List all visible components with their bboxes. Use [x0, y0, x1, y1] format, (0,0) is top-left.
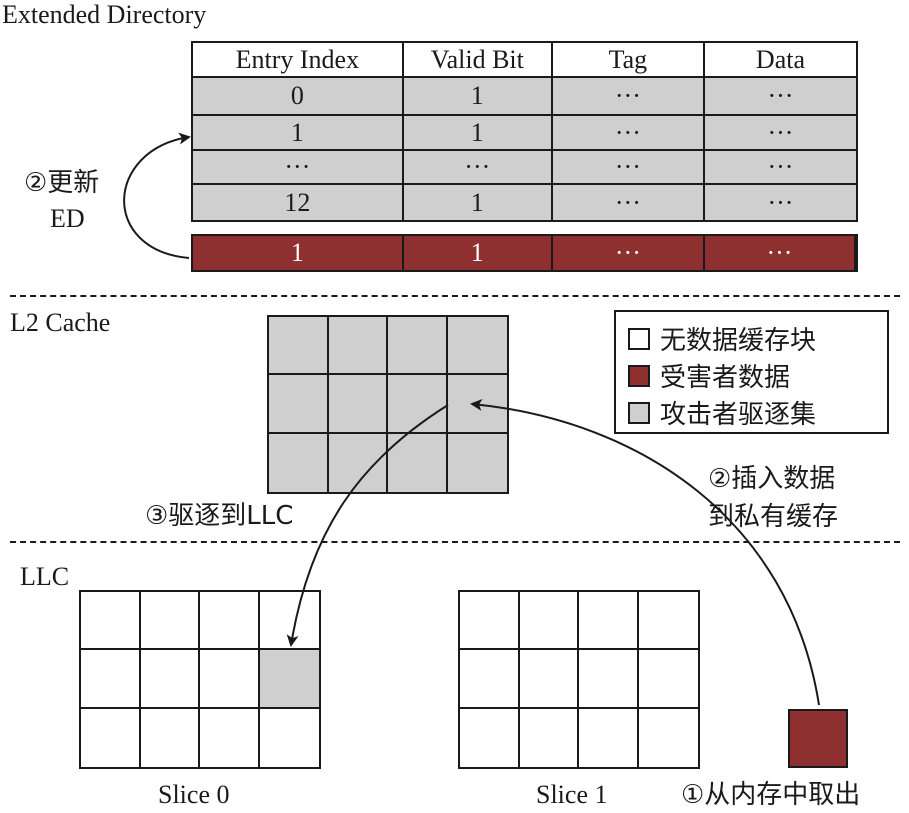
ed-row: 12 1 ··· ··· — [193, 185, 856, 220]
ed-cell: 1 — [193, 236, 404, 270]
cache-line — [141, 708, 200, 767]
fetch-from-memory-label: ①从内存中取出 — [681, 780, 861, 810]
ed-cell: ··· — [553, 236, 705, 270]
cache-line — [447, 317, 507, 376]
llc-slice-1-grid — [458, 590, 700, 769]
cache-line — [200, 708, 260, 767]
ed-cell: ··· — [193, 151, 404, 183]
separator-ed-l2 — [10, 295, 900, 297]
llc-slice-0-grid — [79, 590, 321, 769]
cache-line — [259, 592, 319, 651]
cache-line — [140, 592, 200, 651]
legend-swatch-victim — [628, 364, 650, 387]
ed-cell: 0 — [193, 78, 404, 114]
separator-l2-llc — [10, 541, 900, 543]
cache-line — [81, 650, 141, 709]
cache-line — [460, 592, 520, 651]
cache-line — [460, 708, 520, 767]
legend-item-empty: 无数据缓存块 — [628, 320, 816, 357]
legend-label: 无数据缓存块 — [660, 326, 817, 356]
legend-label: 攻击者驱逐集 — [660, 400, 817, 430]
cache-line — [579, 708, 639, 767]
ed-cell: ··· — [767, 152, 794, 181]
cache-line — [460, 650, 520, 709]
update-ed-label: ②更新 — [24, 168, 100, 198]
cache-line — [519, 650, 579, 709]
ed-header-row: Entry Index Valid Bit Tag Data — [191, 41, 858, 78]
cache-line — [638, 650, 698, 709]
cache-line — [328, 375, 388, 434]
evict-to-llc-arrow — [286, 404, 449, 647]
legend-item-victim: 受害者数据 — [628, 357, 790, 394]
cache-line — [269, 375, 329, 434]
ed-cell: ··· — [705, 236, 856, 270]
ed-cell: 1 — [404, 236, 553, 270]
ed-cell: 1 — [193, 116, 404, 149]
legend-swatch-empty — [628, 327, 650, 350]
ed-cell: ··· — [767, 117, 794, 147]
l2-cache-grid — [267, 315, 509, 494]
cache-line — [269, 433, 329, 492]
ed-cell: ··· — [553, 116, 705, 149]
victim-data-block — [788, 709, 848, 768]
cache-line — [638, 592, 698, 651]
ed-header-tag: Tag — [553, 43, 705, 76]
ed-cell: 1 — [404, 116, 553, 149]
ed-cell: ··· — [553, 78, 705, 114]
legend-swatch-attacker — [628, 401, 650, 424]
evict-to-llc-label: ③驱逐到LLC — [145, 501, 294, 531]
ed-row: ··· ··· ··· ··· — [193, 151, 856, 185]
cache-line — [447, 375, 507, 434]
evicted-cache-line — [259, 650, 319, 709]
cache-line — [200, 592, 260, 651]
cache-line — [519, 592, 579, 651]
cache-line — [200, 650, 260, 709]
insert-data-label-2: 到私有缓存 — [708, 502, 839, 532]
ed-cell: ··· — [767, 187, 794, 217]
ed-row: 1 1 ··· ··· — [193, 116, 856, 151]
legend-item-attacker: 攻击者驱逐集 — [628, 394, 816, 431]
cache-line — [388, 317, 448, 376]
l2-cache-label: L2 Cache — [10, 308, 111, 337]
ed-header-valid-bit: Valid Bit — [404, 43, 553, 76]
update-ed-arrow — [123, 132, 191, 259]
slice-0-label: Slice 0 — [158, 780, 230, 809]
insert-data-label: ②插入数据 — [708, 464, 836, 494]
ed-cell: 1 — [404, 78, 553, 114]
cache-line — [81, 708, 141, 767]
ed-row: 0 1 ··· ··· — [193, 78, 856, 116]
cache-line — [579, 650, 639, 709]
cache-line — [579, 592, 639, 651]
cache-line — [520, 708, 579, 767]
ed-entries: 0 1 ··· ··· 1 1 ··· ··· ··· ··· ··· ··· … — [191, 78, 858, 222]
ed-header-entry-index: Entry Index — [193, 43, 404, 76]
ed-cell: ··· — [553, 185, 705, 220]
cache-line — [81, 592, 141, 651]
cache-line — [328, 317, 388, 376]
cache-line — [329, 433, 388, 492]
cache-line — [269, 317, 329, 376]
cache-line — [140, 650, 200, 709]
ed-cell: ··· — [767, 81, 794, 110]
legend-label: 受害者数据 — [660, 363, 791, 393]
cache-line — [388, 375, 448, 434]
extended-directory-title: Extended Directory — [2, 0, 207, 29]
ed-cell: ··· — [404, 151, 553, 183]
insert-data-arrow — [470, 398, 820, 706]
ed-cell: 12 — [193, 185, 404, 220]
ed-victim-entry: 1 1 ··· ··· — [191, 234, 858, 272]
ed-cell: ··· — [553, 151, 705, 183]
update-ed-label-2: ED — [50, 204, 85, 233]
llc-label: LLC — [20, 562, 70, 591]
legend: 无数据缓存块 受害者数据 攻击者驱逐集 — [614, 310, 889, 434]
cache-line — [388, 433, 448, 492]
ed-cell: 1 — [404, 185, 553, 220]
ed-header-data: Data — [755, 44, 806, 74]
slice-1-label: Slice 1 — [536, 780, 608, 809]
